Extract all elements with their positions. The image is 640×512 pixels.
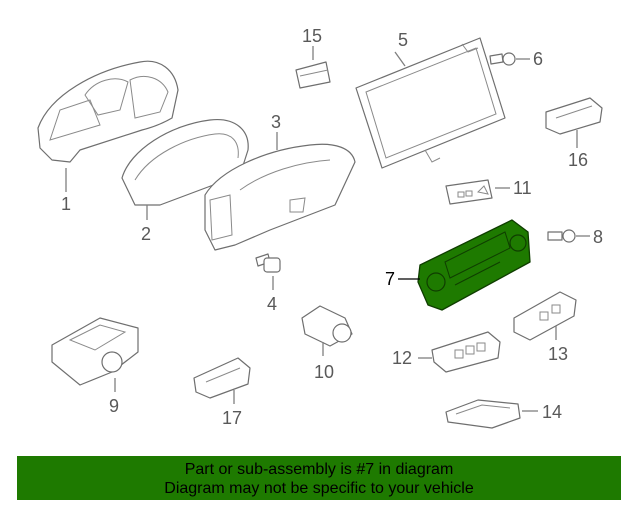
callout-17: 17 bbox=[222, 408, 242, 428]
part-16-bracket[interactable] bbox=[545, 97, 603, 148]
callout-11: 11 bbox=[513, 178, 532, 198]
part-10-start-button[interactable] bbox=[301, 305, 353, 356]
callout-10: 10 bbox=[314, 362, 334, 382]
callout-4: 4 bbox=[267, 294, 277, 314]
parts-diagram: 1 2 3 4 5 6 bbox=[37, 26, 603, 429]
banner-line-2: Diagram may not be specific to your vehi… bbox=[164, 480, 474, 497]
part-12-switch-bank[interactable] bbox=[418, 331, 501, 373]
part-13-switch-module[interactable] bbox=[513, 291, 577, 341]
callout-3: 3 bbox=[271, 112, 281, 132]
callout-13: 13 bbox=[548, 344, 568, 364]
part-6-screw[interactable] bbox=[489, 52, 530, 66]
part-3-cluster-housing[interactable] bbox=[204, 132, 356, 251]
callout-8: 8 bbox=[593, 227, 603, 247]
callout-6: 6 bbox=[533, 49, 543, 69]
callout-5: 5 bbox=[398, 30, 408, 50]
callout-7: 7 bbox=[385, 269, 395, 289]
callout-12: 12 bbox=[392, 348, 412, 368]
callout-1: 1 bbox=[61, 194, 71, 214]
part-4-bolt[interactable] bbox=[255, 253, 281, 290]
part-11-switch[interactable] bbox=[445, 179, 510, 205]
callout-9: 9 bbox=[109, 396, 119, 416]
part-7-climate-control[interactable] bbox=[398, 219, 531, 311]
callout-15: 15 bbox=[302, 26, 322, 46]
callout-16: 16 bbox=[568, 150, 588, 170]
part-1-cluster-lens[interactable] bbox=[37, 60, 179, 192]
part-8-screw[interactable] bbox=[547, 229, 590, 243]
notice-banner: Part or sub-assembly is #7 in diagram Di… bbox=[17, 456, 621, 500]
part-15-clip[interactable] bbox=[295, 46, 331, 89]
callout-2: 2 bbox=[141, 224, 151, 244]
part-14-tray[interactable] bbox=[445, 399, 538, 429]
callout-14: 14 bbox=[542, 402, 562, 422]
part-17-bracket[interactable] bbox=[193, 357, 251, 404]
banner-line-1: Part or sub-assembly is #7 in diagram bbox=[184, 461, 454, 478]
part-9-switch-housing[interactable] bbox=[51, 317, 139, 392]
part-5-display-screen[interactable] bbox=[355, 37, 506, 169]
